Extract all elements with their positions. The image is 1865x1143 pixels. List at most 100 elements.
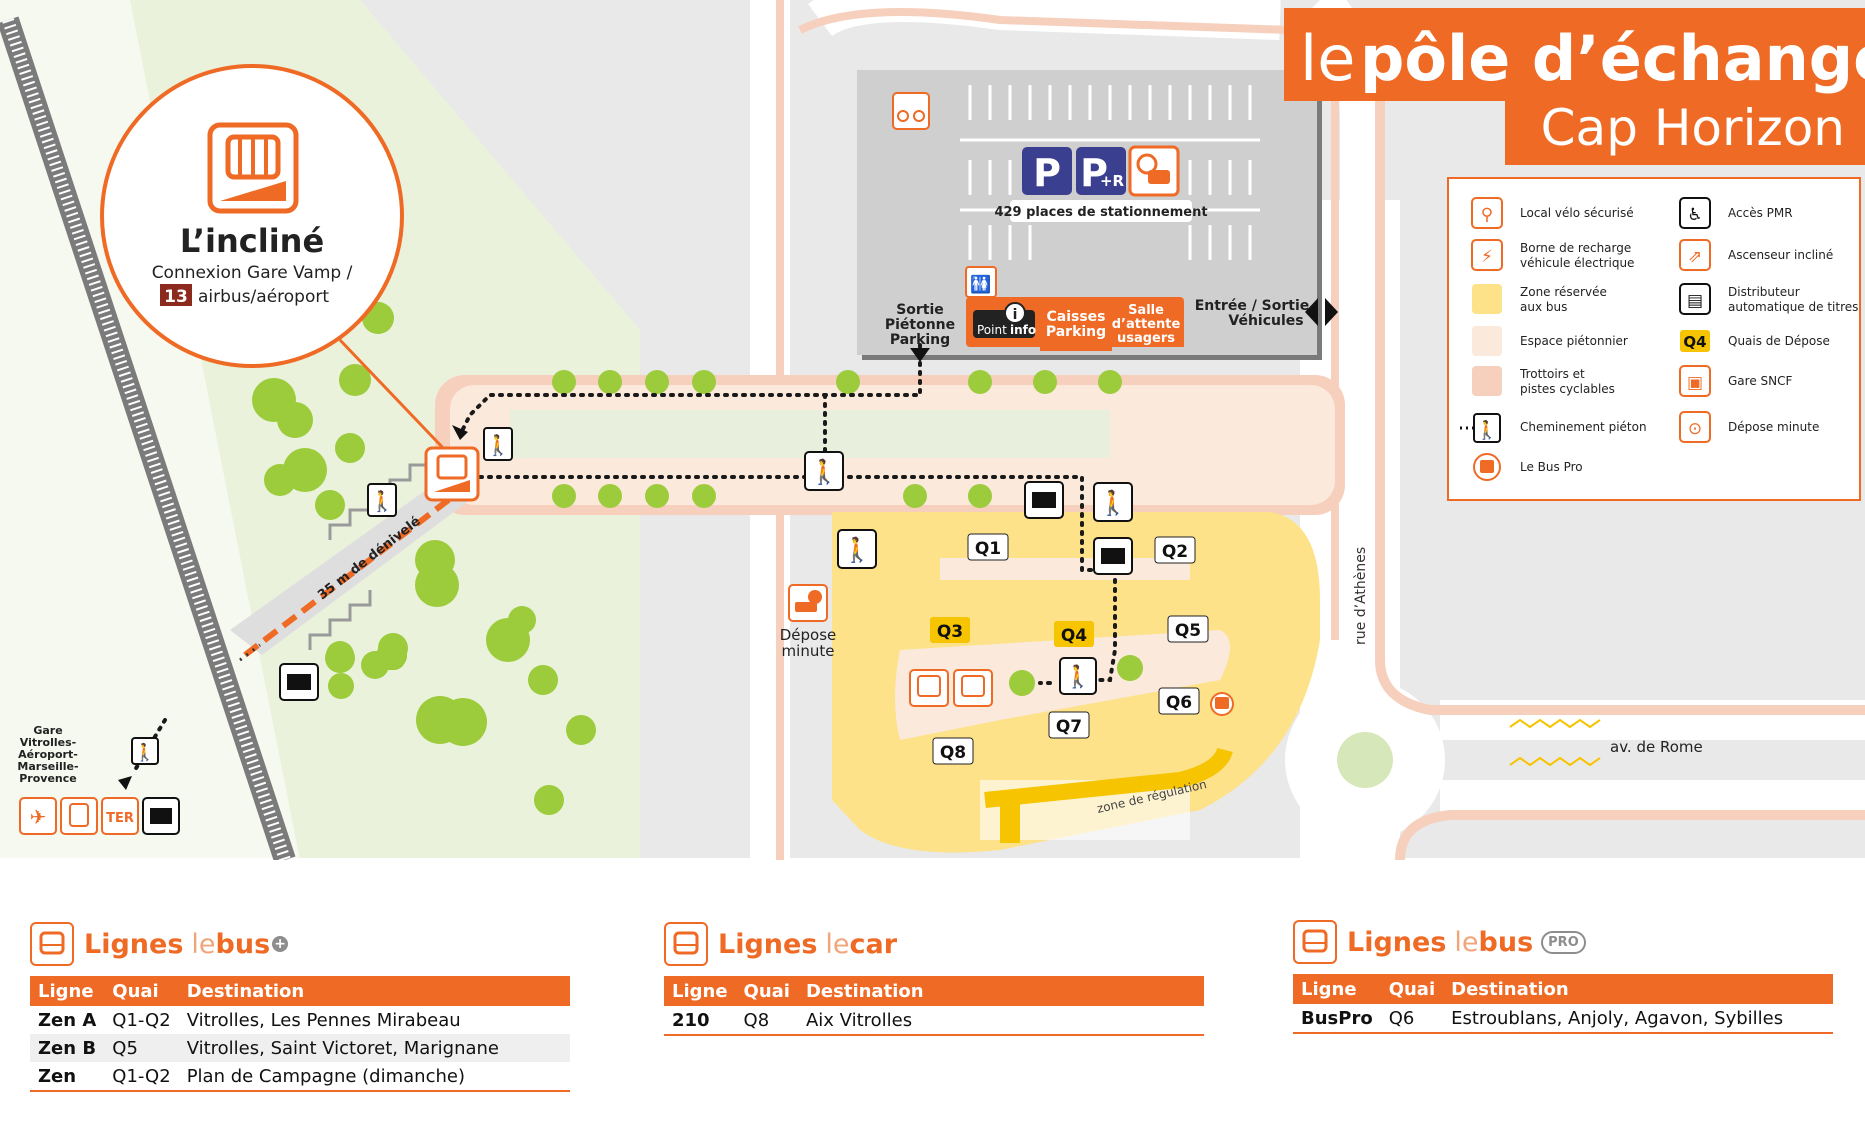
tree (692, 484, 716, 508)
ter-icon[interactable]: TER (101, 797, 139, 835)
table-cell: BusPro (1301, 1007, 1373, 1029)
airplane-icon[interactable]: ✈ (19, 797, 57, 835)
legend-label: Trottoirs et (1519, 367, 1585, 381)
incline-track (230, 463, 470, 662)
legend-label: Accès PMR (1728, 206, 1793, 220)
tree (335, 433, 365, 463)
platform-q2: Q2 (1154, 536, 1196, 564)
pro-badge: PRO (1541, 930, 1586, 954)
tree (415, 563, 459, 607)
platform-label: Q2 (1162, 542, 1188, 562)
toilet-icon[interactable]: 🚻 (965, 266, 997, 298)
legend-item: ♿ Accès PMR (1679, 197, 1793, 229)
gare-label-b: Vitrolles- (20, 736, 76, 749)
legend-item: ⚲Local vélo sécurisé (1471, 197, 1634, 229)
ticket-machine-icon[interactable] (142, 797, 180, 835)
table-cell: Vitrolles, Les Pennes Mirabeau (186, 1009, 461, 1031)
point-info-label-b: info (1010, 323, 1036, 337)
salle-label-b: d’attente (1112, 317, 1181, 332)
tree (598, 370, 622, 394)
svg-text:⇗: ⇗ (1688, 247, 1702, 267)
subtitle-banner (1505, 93, 1865, 165)
bike-icon: ⚲ (1471, 197, 1503, 229)
salle-label-c: usagers (1117, 331, 1175, 346)
pedestrian-icon: 🚶 (483, 427, 513, 461)
bus-title-a: Lignes (84, 928, 184, 960)
tree (692, 370, 716, 394)
legend-badge: Q4 (1683, 333, 1706, 351)
legend-label-2: automatique de titres (1728, 300, 1858, 314)
car-title-c: car (849, 928, 898, 960)
tree (1009, 670, 1035, 696)
bus-title-c: bus (215, 928, 271, 960)
incline-title: L’incliné (180, 222, 324, 260)
train-icon[interactable] (60, 797, 98, 835)
column-header: Ligne (1293, 974, 1381, 1004)
svg-text:🚶: 🚶 (134, 742, 155, 763)
table-cell: Estroublans, Anjoly, Agavon, Sybilles (1451, 1007, 1784, 1029)
point-info-label-a: Point (977, 323, 1007, 337)
column-header: Destination (1443, 974, 1833, 1004)
legend-item: Le Bus Pro (1473, 453, 1583, 481)
pedestrian-promenade (435, 375, 1345, 515)
drop-off-icon: ⊙ (1679, 411, 1711, 443)
incline-station-icon[interactable] (424, 446, 480, 502)
drop-off-icon[interactable] (788, 584, 828, 622)
svg-text:P: P (1080, 151, 1108, 195)
legend-label: Distributeur (1728, 285, 1800, 299)
legend-label: Dépose minute (1728, 420, 1819, 434)
tree (1117, 655, 1143, 681)
legend-box (1447, 177, 1861, 501)
tree (598, 484, 622, 508)
svg-text:🚶: 🚶 (1098, 489, 1128, 517)
svg-text:▤: ▤ (1687, 291, 1703, 311)
table-cell: Q8 (743, 1009, 770, 1031)
depose-label-b: minute (782, 642, 835, 660)
ticket-machine-icon[interactable] (1024, 481, 1064, 519)
legend-item: 🚶Cheminement piéton (1460, 413, 1647, 443)
roads (750, 0, 1865, 860)
tree (379, 643, 405, 669)
incline-line1: Connexion Gare Vamp / (152, 263, 353, 283)
entree-label-b: Véhicules (1228, 313, 1303, 329)
tree (528, 665, 558, 695)
pedestrian-icon: 🚶 (1093, 482, 1133, 522)
svg-text:✈: ✈ (30, 805, 47, 829)
sidewalk-swatch (1472, 366, 1502, 396)
svg-text:🚶: 🚶 (370, 489, 395, 513)
salle-label-a: Salle (1128, 303, 1164, 318)
svg-text:⊙: ⊙ (1688, 419, 1702, 439)
depose-label-a: Dépose (780, 626, 837, 644)
train-icon: ▣ (1679, 365, 1711, 397)
tree (264, 464, 296, 496)
pedestrian-icon: 🚶 (837, 529, 877, 569)
svg-text:⚲: ⚲ (1481, 205, 1493, 225)
caisses-label-a: Caisses (1046, 309, 1105, 325)
ticket-machine-icon[interactable] (1093, 537, 1133, 575)
site-map: L’incliné Connexion Gare Vamp / 13 airbu… (0, 0, 1865, 860)
platform-label: Q5 (1175, 621, 1201, 641)
table-cell: Q1-Q2 (112, 1009, 171, 1031)
bike-icon[interactable] (892, 92, 930, 130)
entree-label-a: Entrée / Sortie (1195, 298, 1310, 314)
tree (439, 698, 487, 746)
platform-q5: Q5 (1167, 615, 1209, 643)
column-header: Quai (735, 976, 798, 1006)
ticket-machine-icon[interactable] (279, 663, 319, 701)
svg-text:♿: ♿ (1687, 205, 1702, 225)
parking-sign: P (1022, 147, 1072, 195)
gare-label-d: Marseille- (17, 760, 78, 773)
table-cell: Q1-Q2 (112, 1065, 171, 1087)
legend-label: Borne de recharge (1520, 241, 1631, 255)
info-icon[interactable]: i (1004, 302, 1026, 324)
buspro-title-b: le (1454, 926, 1479, 958)
